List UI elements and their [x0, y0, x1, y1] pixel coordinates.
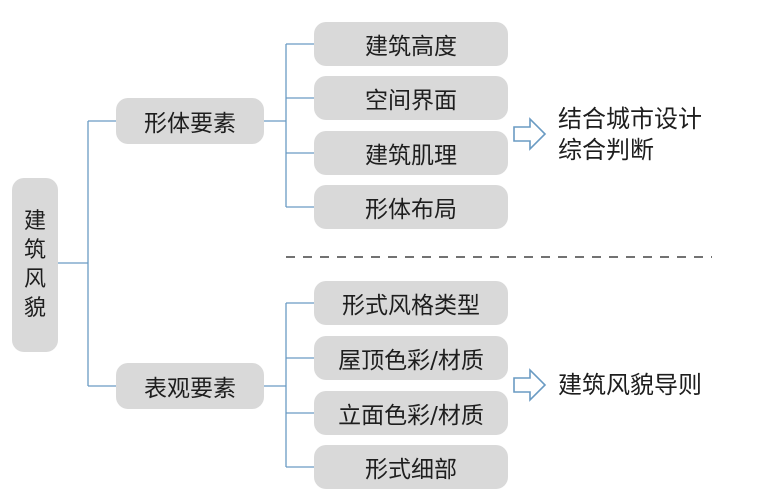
root-char: 建: [23, 209, 46, 234]
leaf-node: 建筑肌理: [314, 131, 508, 175]
result-line: 综合判断: [558, 136, 654, 164]
root-char: 风: [23, 267, 46, 292]
leaf-node: 建筑高度: [314, 22, 508, 66]
leaf-node: 立面色彩/材质: [314, 391, 508, 435]
leaf-node: 形体布局: [314, 185, 508, 229]
leaf-node: 形式风格类型: [314, 281, 508, 325]
leaf-node: 屋顶色彩/材质: [314, 336, 508, 380]
leaf-node: 形式细部: [314, 445, 508, 489]
arrow-right-icon-1: [513, 117, 547, 151]
result-text-2: 建筑风貌导则: [558, 370, 702, 401]
result-line: 结合城市设计: [558, 105, 702, 133]
result-line: 建筑风貌导则: [558, 371, 702, 399]
result-text-1: 结合城市设计 综合判断: [558, 104, 702, 166]
root-char: 貌: [23, 296, 46, 321]
root-node: 建 筑 风 貌: [12, 178, 58, 352]
group-node-form: 形体要素: [116, 98, 264, 144]
group-node-appearance: 表观要素: [116, 363, 264, 409]
leaf-node: 空间界面: [314, 76, 508, 120]
root-char: 筑: [23, 238, 46, 263]
arrow-right-icon-2: [513, 368, 547, 402]
